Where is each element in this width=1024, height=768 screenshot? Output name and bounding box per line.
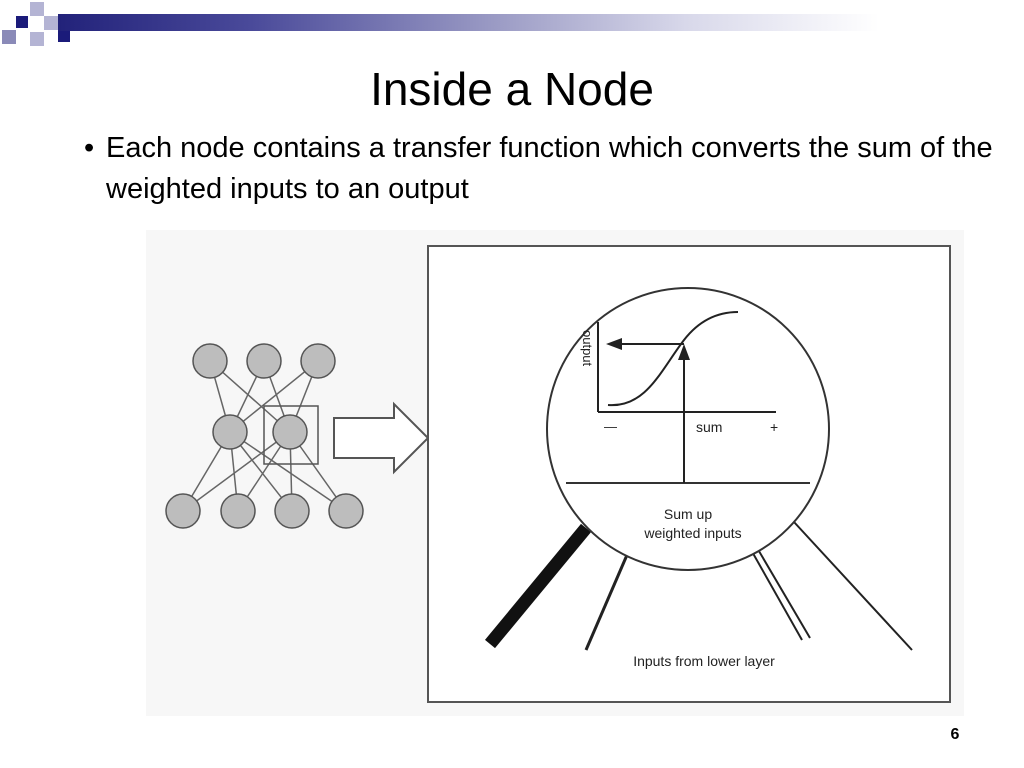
output-arrowhead-icon xyxy=(606,338,622,350)
network-node xyxy=(212,414,248,450)
network-node-highlighted xyxy=(272,414,308,450)
plot-y-axis-label: output xyxy=(580,330,595,367)
header-square-dark xyxy=(58,30,70,42)
transfer-function-curve xyxy=(607,311,739,407)
weighted-input-line xyxy=(584,547,632,651)
header-square-medium xyxy=(2,30,16,44)
weighted-input-line-heavy xyxy=(484,523,592,649)
node-selection-box xyxy=(263,405,319,465)
network-node xyxy=(165,493,201,529)
slide-title: Inside a Node xyxy=(370,63,654,115)
network-node xyxy=(300,343,336,379)
network-node xyxy=(246,343,282,379)
node-body-circle xyxy=(546,287,830,571)
weighted-input-line-double xyxy=(755,545,811,639)
plot-x-axis-label: sum xyxy=(696,419,722,435)
header-square-light xyxy=(44,16,58,30)
node-diagram-figure: output — sum + Sum up weighted inputs In… xyxy=(146,230,964,716)
network-node xyxy=(220,493,256,529)
node-diagram: output — sum + Sum up weighted inputs In… xyxy=(165,245,951,703)
sum-up-arrowhead-icon xyxy=(678,344,690,360)
plot-x-minus-label: — xyxy=(604,419,617,434)
header-gradient-strip xyxy=(58,14,1024,31)
bullet-glyph: • xyxy=(84,132,95,164)
weighted-input-line-double xyxy=(749,547,803,641)
header-decoration xyxy=(0,0,1024,60)
header-square-light xyxy=(30,32,44,46)
network-node xyxy=(192,343,228,379)
header-square-dark xyxy=(16,16,28,28)
network-node xyxy=(328,493,364,529)
inputs-caption: Inputs from lower layer xyxy=(633,653,775,669)
network-node xyxy=(274,493,310,529)
zoom-arrow-icon xyxy=(333,401,430,475)
header-square-light xyxy=(30,2,44,16)
summation-label: Sum up xyxy=(664,506,712,522)
bullet-text: Each node contains a transfer function w… xyxy=(106,132,993,205)
page-number: 6 xyxy=(950,726,960,743)
weighted-input-line xyxy=(793,521,913,651)
summation-label: weighted inputs xyxy=(643,525,741,541)
plot-x-plus-label: + xyxy=(770,419,778,435)
